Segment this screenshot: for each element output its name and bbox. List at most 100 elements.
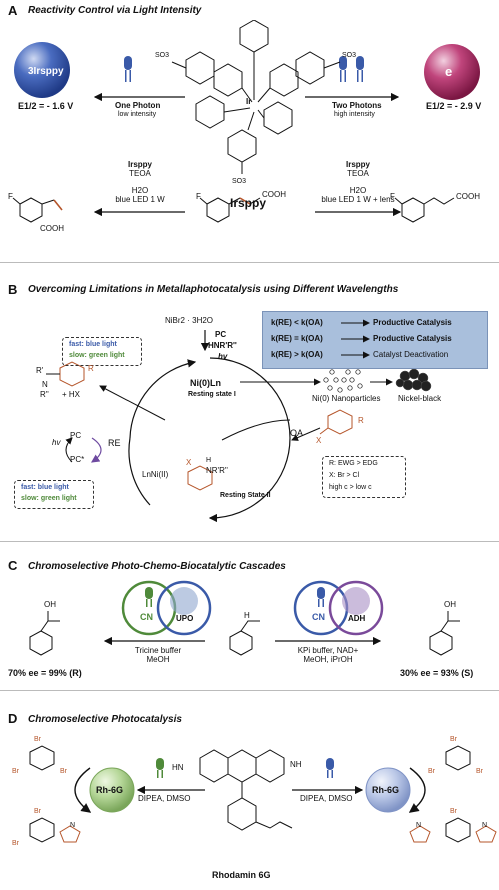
right-conditions: Irsppy TEOA H2O blue LED 1 W + lens: [321, 160, 395, 204]
cn-right: CN: [312, 612, 325, 622]
tribromobenzene: [29, 745, 471, 771]
panel-d-label: D: [8, 711, 18, 726]
panel-d-graphic: [29, 745, 497, 843]
enzyme-icon: [342, 587, 370, 615]
nickel-black-label: Nickel-black: [398, 394, 442, 403]
br-label: Br: [450, 736, 457, 743]
hv-reagent: hv: [218, 352, 228, 361]
h-label: H: [244, 611, 250, 620]
n-label: N: [416, 822, 422, 829]
adh-label: ADH: [348, 614, 366, 623]
amine-r2: R'': [40, 390, 49, 399]
br-label: Br: [12, 768, 19, 775]
panel-a-graphic: [12, 20, 480, 223]
n-label: N: [482, 822, 488, 829]
r-label: R: [358, 416, 364, 425]
cond-left: DIPEA, DMSO: [138, 794, 191, 803]
led-icon: [317, 587, 325, 607]
one-photon-label: One Photon: [115, 101, 161, 110]
amine-reagent: HNR'R'': [208, 341, 237, 350]
panel-c-label: C: [8, 558, 18, 573]
so3-label: SO3: [155, 52, 170, 59]
cond-right: DIPEA, DMSO: [300, 794, 353, 803]
br-label: Br: [34, 808, 41, 815]
left-conditions: Irsppy TEOA H2O blue LED 1 W: [115, 160, 165, 204]
pc-label: PC: [70, 431, 82, 440]
conditions-box: R: EWG > EDG X: Br > Cl high c > low c: [322, 456, 406, 498]
mono-pyrrole-product: [29, 817, 81, 843]
high-intensity-label: high intensity: [334, 111, 375, 118]
hv-label: hv: [52, 438, 61, 447]
s-yield: 30% ee = 93% (S): [400, 668, 474, 678]
led-icon: [145, 587, 153, 607]
ni2-nr-label: NR'R'': [206, 466, 228, 475]
led-icon: [156, 758, 164, 778]
oh-right: OH: [444, 600, 456, 609]
enzyme-icon: [170, 587, 198, 615]
hn-label: HN: [172, 763, 184, 772]
fluorine-label: F: [196, 192, 201, 201]
fluorine-label: F: [8, 192, 13, 201]
resting-state-1: Resting state I: [188, 391, 236, 398]
di-pyrrole-product: [409, 817, 497, 843]
separator: [0, 690, 499, 691]
ethylbenzene: [229, 620, 260, 656]
panel-b-graphic: [46, 330, 432, 523]
resting-state-2: Resting State II: [220, 492, 271, 499]
rh6g-right: Rh-6G: [372, 785, 399, 795]
low-intensity-label: low intensity: [118, 111, 157, 118]
upo-cycle-ring: [156, 580, 212, 636]
nickel-black-icon: [395, 368, 432, 392]
c-right-conditions: KPi buffer, NAD+MeOH, iPrOH: [297, 646, 359, 664]
panel-a-title: Reactivity Control via Light Intensity: [28, 5, 202, 16]
triplet-label: 3Irsppy: [28, 66, 64, 77]
led-icon: [124, 56, 132, 82]
two-photons-label: Two Photons: [332, 101, 382, 110]
fluorine-label: F: [390, 192, 395, 201]
panel-a-label: A: [8, 3, 18, 18]
oh-left: OH: [44, 600, 56, 609]
br-label: Br: [60, 768, 67, 775]
light-box-top: fast: blue light slow: green light: [62, 337, 142, 366]
catalyst-name: Irsppy: [230, 196, 267, 210]
ni-aryl-complex: [187, 465, 213, 491]
nanoparticles-label: Ni(0) Nanoparticles: [312, 394, 381, 403]
light-box-bottom: fast: blue light slow: green light: [14, 480, 94, 509]
amine-n: N: [42, 380, 48, 389]
r-yield: 70% ee = 99% (R): [8, 668, 82, 678]
so3-label: SO3: [342, 52, 357, 59]
amine-r1: R': [36, 366, 44, 375]
electron-label: e: [445, 64, 453, 79]
ni2-x-label: X: [186, 458, 192, 467]
so3-label: SO3: [232, 178, 247, 185]
br-label: Br: [428, 768, 435, 775]
x-label: X: [316, 436, 322, 445]
left-potential: E1/2 = - 1.6 V: [18, 101, 74, 111]
n-label: N: [70, 822, 76, 829]
right-potential: E1/2 = - 2.9 V: [426, 101, 482, 111]
br-label: Br: [476, 768, 483, 775]
nh-label: NH: [290, 760, 302, 769]
ni0-label: Ni(0)Ln: [190, 378, 221, 388]
dye-name: Rhodamin 6G: [212, 870, 271, 880]
ni2-h-label: H: [206, 457, 212, 464]
rh6g-radical-sphere: [89, 767, 135, 813]
triplet-sphere: [14, 42, 70, 98]
aryl-halide: [319, 409, 353, 435]
reduced-product: [394, 197, 455, 223]
br-label: Br: [34, 736, 41, 743]
upo-label: UPO: [176, 614, 194, 623]
r-substituent: R: [88, 364, 94, 373]
separator: [0, 262, 499, 263]
rh6g-excited-sphere: [365, 767, 411, 813]
led-icon: [339, 56, 364, 82]
br-label: Br: [12, 840, 19, 847]
r-alcohol: [29, 611, 60, 656]
aryl-amine-product: [46, 361, 85, 387]
panel-c-title: Chromoselective Photo-Chemo-Biocatalytic…: [28, 561, 286, 572]
cooh-label: COOH: [262, 190, 286, 199]
s-alcohol: [429, 611, 460, 656]
cooh-label: COOH: [456, 192, 480, 201]
panel-c-graphic: [29, 580, 460, 656]
